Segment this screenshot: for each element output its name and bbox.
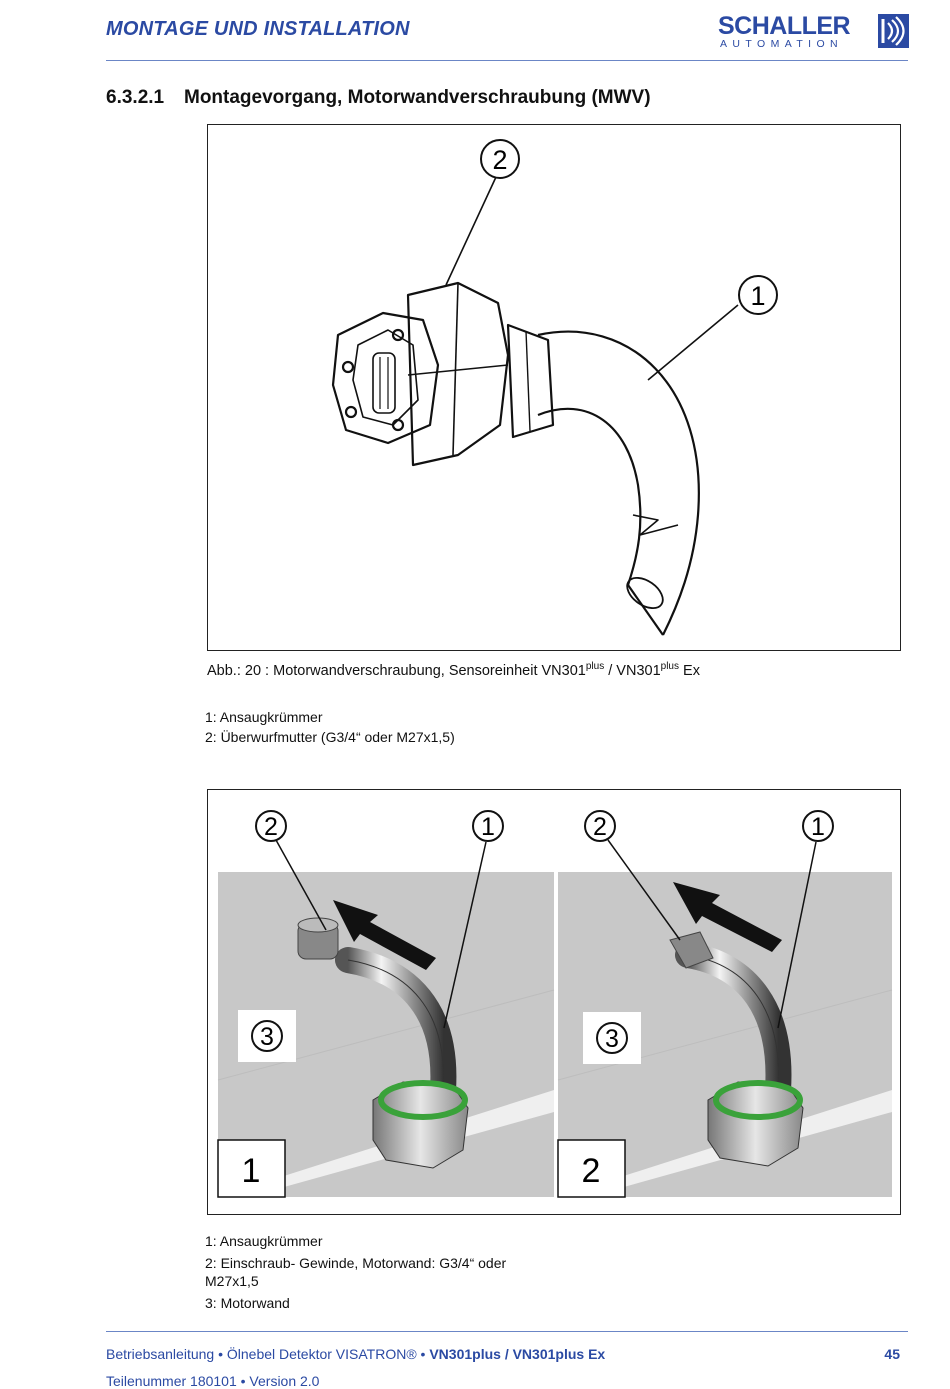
figure2-legend: 1: Ansaugkrümmer 2: Einschraub- Gewinde,… — [205, 1232, 506, 1312]
callout-2-label: 2 — [593, 813, 607, 841]
figure-caption: Abb.: 20 : Motorwandverschraubung, Senso… — [207, 661, 700, 679]
footer-rule — [106, 1331, 908, 1332]
footer-line-1: Betriebsanleitung • Ölnebel Detektor VIS… — [106, 1346, 605, 1362]
section-heading: 6.3.2.1 Montagevorgang, Motorwandverschra… — [106, 87, 651, 109]
callout-2-label: 2 — [264, 813, 278, 841]
figure-mounting-steps: 2 1 3 1 — [207, 789, 901, 1215]
legend-item: 1: Ansaugkrümmer — [205, 709, 323, 725]
schaller-logo: SCHALLER AUTOMATION — [718, 12, 910, 52]
legend-item: 1: Ansaugkrümmer — [205, 1233, 323, 1249]
page-number: 45 — [884, 1346, 900, 1362]
caption-text: Motorwandverschraubung, Sensoreinheit VN… — [273, 662, 586, 679]
callout-2-label: 2 — [492, 145, 507, 175]
callout-3-label: 3 — [605, 1025, 619, 1053]
header-rule — [106, 60, 908, 61]
mounting-steps-drawing: 2 1 3 1 — [217, 810, 893, 1198]
callout-3-label: 3 — [260, 1023, 274, 1051]
legend-item: 3: Motorwand — [205, 1295, 290, 1311]
panel-label-1: 1 — [242, 1152, 261, 1190]
logo-subtitle: AUTOMATION — [720, 38, 844, 50]
panel-2: 2 1 3 2 — [557, 810, 893, 1198]
footer-line-2: Teilenummer 180101 • Version 2.0 — [106, 1373, 320, 1389]
caption-sup-1: plus — [585, 661, 605, 672]
section-title: Montagevorgang, Motorwandverschraubung (… — [184, 87, 651, 108]
panel-label-2: 2 — [582, 1152, 601, 1190]
callout-1-label: 1 — [481, 813, 495, 841]
legend-item: 2: Einschraub- Gewinde, Motorwand: G3/4“… — [205, 1255, 507, 1271]
callout-1-label: 1 — [750, 281, 765, 311]
legend-item: M27x1,5 — [205, 1273, 259, 1289]
section-number: 6.3.2.1 — [106, 87, 165, 108]
figure-sensor-unit: 2 1 — [207, 124, 901, 651]
footer-doc-title: Betriebsanleitung • Ölnebel Detektor VIS… — [106, 1346, 430, 1362]
caption-end: Ex — [679, 662, 700, 679]
header-title: MONTAGE UND INSTALLATION — [106, 18, 410, 40]
footer-product: VN301plus / VN301plus Ex — [429, 1346, 606, 1362]
caption-sup-2: plus — [660, 661, 679, 672]
caption-mid: / VN301 — [604, 662, 661, 679]
legend-item: 2: Überwurfmutter (G3/4“ oder M27x1,5) — [205, 729, 455, 745]
logo-mark-icon — [878, 14, 909, 48]
logo-wordmark: SCHALLER — [718, 12, 851, 40]
panel-1: 2 1 3 1 — [217, 810, 555, 1198]
caption-prefix: Abb.: 20 : — [207, 662, 274, 679]
callout-1-label: 1 — [811, 813, 825, 841]
sensor-unit-drawing: 2 1 — [331, 139, 778, 636]
figure1-legend: 1: Ansaugkrümmer 2: Überwurfmutter (G3/4… — [205, 707, 455, 747]
